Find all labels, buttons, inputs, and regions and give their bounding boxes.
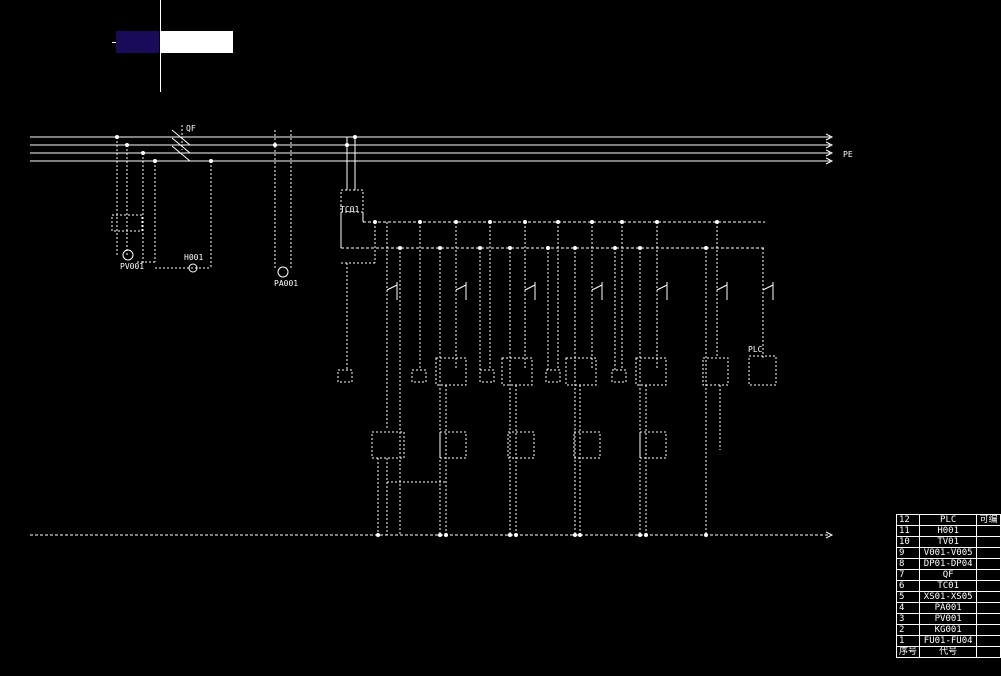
pa-meter-icon <box>277 266 289 278</box>
bom-cell-desc <box>976 525 1001 537</box>
bom-cell-code: TV01 <box>919 536 978 548</box>
bom-cell-no: 6 <box>895 580 921 592</box>
bom-cell-no: 4 <box>895 602 921 614</box>
bom-cell-code: PLC <box>919 514 978 526</box>
bom-cell-code: PV001 <box>919 613 978 625</box>
branch-switches <box>386 282 774 300</box>
bom-cell-desc: 可编 <box>976 514 1001 526</box>
bom-cell-code: TC01 <box>919 580 978 592</box>
bom-cell-desc <box>976 547 1001 559</box>
bom-cell-no: 2 <box>895 624 921 636</box>
bom-cell-code: H001 <box>919 525 978 537</box>
bom-cell-no: 11 <box>895 525 921 537</box>
lamp-icon <box>188 263 198 273</box>
bom-cell-no: 7 <box>895 569 921 581</box>
bom-cell-desc <box>976 558 1001 570</box>
bom-cell-code: DP01-DP04 <box>919 558 978 570</box>
bom-cell-code: V001-V005 <box>919 547 978 559</box>
bom-cell-no: 9 <box>895 547 921 559</box>
junction-dots <box>115 135 719 537</box>
bom-cell-no: 8 <box>895 558 921 570</box>
bom-cell-code: FU01-FU04 <box>919 635 978 647</box>
bom-cell-desc <box>976 624 1001 636</box>
bottom-bus <box>30 531 834 539</box>
bom-cell-desc <box>976 635 1001 647</box>
bom-cell-desc <box>976 569 1001 581</box>
bom-cell-desc <box>976 613 1001 625</box>
bom-cell-code: XS01-XS05 <box>919 591 978 603</box>
main-switch <box>171 125 191 162</box>
bom-cell-code: PA001 <box>919 602 978 614</box>
label-plc: PLC <box>748 345 763 354</box>
label-bus-right: PE <box>843 150 853 159</box>
transformer <box>340 137 376 264</box>
bom-cell-code: QF <box>919 569 978 581</box>
bom-cell-desc <box>976 602 1001 614</box>
bom-header-no: 序号 <box>895 646 921 658</box>
ammeter-branch <box>274 130 292 270</box>
bom-cell-no: 3 <box>895 613 921 625</box>
label-switch: QF <box>186 124 196 133</box>
left-branch <box>111 137 212 269</box>
bom-cell-no: 12 <box>895 514 921 526</box>
bom-cell-desc <box>976 580 1001 592</box>
output-branches <box>337 222 777 535</box>
crosshair-vertical <box>160 0 161 92</box>
label-pa: PA001 <box>274 279 298 288</box>
bom-cell-no: 5 <box>895 591 921 603</box>
selection-light-block <box>161 31 233 53</box>
crosshair-tick <box>112 42 116 43</box>
bom-cell-no: 1 <box>895 635 921 647</box>
bom-cell-desc <box>976 536 1001 548</box>
control-bus <box>341 221 765 249</box>
bom-header-row: 序号 代号 <box>895 646 1001 658</box>
main-bus <box>30 133 834 165</box>
bom-cell-code: KG001 <box>919 624 978 636</box>
bom-cell-desc <box>976 591 1001 603</box>
label-transformer: TC01 <box>340 205 359 214</box>
label-pv: PV001 <box>120 262 144 271</box>
label-ho: H001 <box>184 253 203 262</box>
bom-cell-no: 10 <box>895 536 921 548</box>
pv-meter-icon <box>122 249 134 261</box>
selection-dark-block <box>116 31 159 53</box>
bom-header-code: 代号 <box>919 646 978 658</box>
